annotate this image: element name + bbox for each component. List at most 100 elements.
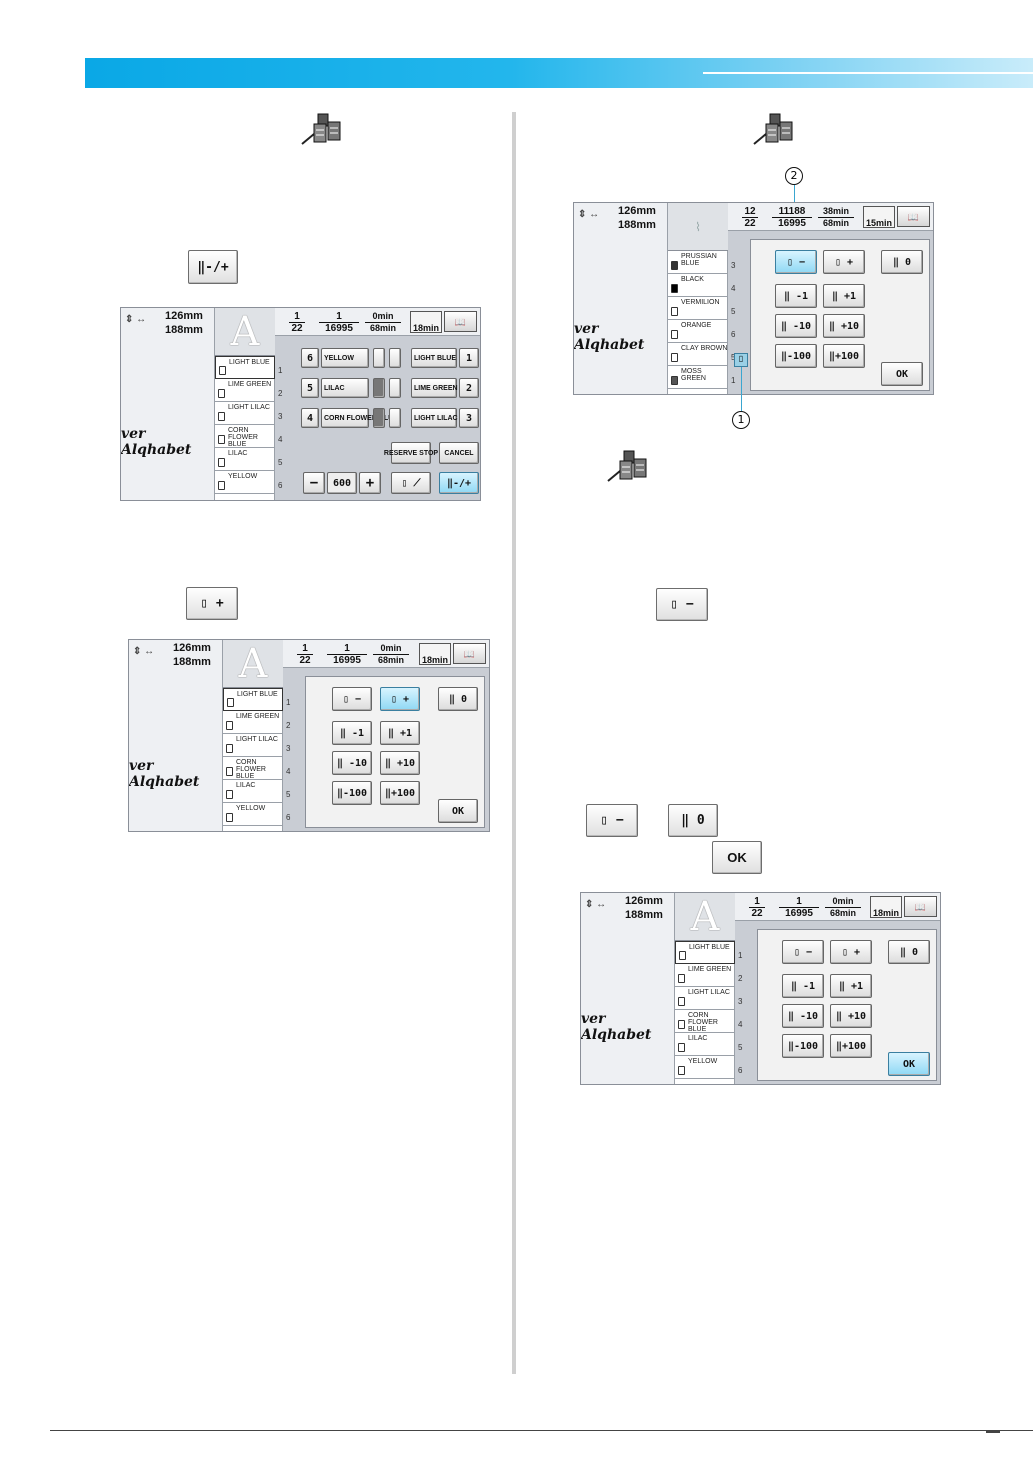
color-item[interactable]: CORN FLOWER BLUE <box>215 425 275 448</box>
spool-slot <box>373 348 385 368</box>
spool-number[interactable]: 6 <box>301 348 319 368</box>
needle-minus10-button[interactable]: ‖ -10 <box>332 751 372 775</box>
color-item[interactable]: CORN FLOWER BLUE <box>675 1010 735 1033</box>
spool-minus-button[interactable]: ▯ − <box>332 687 372 711</box>
spool-plus-button[interactable]: ▯ + <box>186 587 238 620</box>
color-item[interactable]: MOSS GREEN <box>668 366 728 389</box>
spool-plus-button[interactable]: ▯ + <box>830 940 872 964</box>
spool-minus-button[interactable]: ▯ − <box>656 588 708 621</box>
needle-plus10-button[interactable]: ‖ +10 <box>380 751 420 775</box>
spool-slot <box>389 348 401 368</box>
size-icon: ⇕ ↔ <box>578 209 600 220</box>
needle-minus10-button[interactable]: ‖ -10 <box>782 1004 824 1028</box>
color-item[interactable]: LILAC <box>675 1033 735 1056</box>
color-item[interactable]: LILAC <box>215 448 275 471</box>
color-item[interactable]: CLAY BROWN <box>668 343 728 366</box>
header-line <box>703 72 1033 74</box>
color-item[interactable]: LILAC <box>223 780 283 803</box>
spool-minus-button[interactable]: ▯ − <box>775 250 817 274</box>
reserve-stop-button[interactable]: RESERVE STOP <box>384 442 438 464</box>
color-item[interactable]: VERMILION <box>668 297 728 320</box>
spool-right-name[interactable]: LIGHT LILAC <box>411 408 458 428</box>
color-item[interactable]: YELLOW <box>223 803 283 826</box>
spool-slot <box>373 378 385 398</box>
needle-plus1-button[interactable]: ‖ +1 <box>823 284 865 308</box>
color-item[interactable]: LIGHT BLUE <box>223 688 283 711</box>
needle-plus1-button[interactable]: ‖ +1 <box>830 974 872 998</box>
ok-button[interactable]: OK <box>881 362 923 386</box>
needle-plus100-button[interactable]: ‖+100 <box>380 781 420 805</box>
needle-plus10-button[interactable]: ‖ +10 <box>823 314 865 338</box>
color-item[interactable]: LIME GREEN <box>675 964 735 987</box>
ok-button[interactable]: OK <box>438 799 478 823</box>
color-item[interactable]: CORN FLOWER BLUE <box>223 757 283 780</box>
spool-right-name[interactable]: LIME GREEN <box>411 378 458 398</box>
spool-number[interactable]: 5 <box>301 378 319 398</box>
color-item[interactable]: PRUSSIAN BLUE <box>668 251 728 274</box>
needle-zero-button[interactable]: ‖ 0 <box>438 687 478 711</box>
spool-number[interactable]: 4 <box>301 408 319 428</box>
needle-plus100-button[interactable]: ‖+100 <box>830 1034 872 1058</box>
needle-zero-button[interactable]: ‖ 0 <box>888 940 930 964</box>
color-item[interactable]: LIGHT LILAC <box>215 402 275 425</box>
spool-slot <box>373 408 385 428</box>
needle-zero-button[interactable]: ‖ 0 <box>668 804 718 837</box>
needle-minus100-button[interactable]: ‖-100 <box>332 781 372 805</box>
spool-plus-button[interactable]: ▯ + <box>823 250 865 274</box>
preview: A <box>675 893 735 941</box>
color-item[interactable]: ORANGE <box>668 320 728 343</box>
color-item[interactable]: BLACK <box>668 274 728 297</box>
needle-minus100-button[interactable]: ‖-100 <box>782 1034 824 1058</box>
needle-minus100-button[interactable]: ‖-100 <box>775 344 817 368</box>
color-item[interactable]: LIGHT LILAC <box>675 987 735 1010</box>
needle-minus10-button[interactable]: ‖ -10 <box>775 314 817 338</box>
needle-minus1-button[interactable]: ‖ -1 <box>775 284 817 308</box>
needle-plus1-button[interactable]: ‖ +1 <box>380 721 420 745</box>
help-book-button[interactable]: 📖 <box>904 896 937 917</box>
color-item[interactable]: LIGHT LILAC <box>223 734 283 757</box>
color-item[interactable]: LIGHT BLUE <box>675 941 735 964</box>
needle-zero-button[interactable]: ‖ 0 <box>881 250 923 274</box>
spool-name[interactable]: CORN FLOWER BLUE <box>321 408 398 428</box>
spool-right-name[interactable]: LIGHT BLUE <box>411 348 457 368</box>
spool-right-number[interactable]: 1 <box>459 348 479 368</box>
needle-plus10-button[interactable]: ‖ +10 <box>830 1004 872 1028</box>
needle-adjust-button-screen[interactable]: ‖-/+ <box>439 472 479 494</box>
spool-minus-button[interactable]: ▯ − <box>782 940 824 964</box>
color-item[interactable]: YELLOW <box>215 471 275 494</box>
thread-trim-button[interactable]: ▯ ⟋ <box>391 472 431 494</box>
cancel-button[interactable]: CANCEL <box>439 442 479 464</box>
help-book-button[interactable]: 📖 <box>444 311 477 332</box>
preview: A <box>215 308 275 356</box>
adjust-panel: ▯ − ▯ + ‖ 0 ‖ -1 ‖ +1 ‖ -10 ‖ +10 ‖-100 … <box>750 239 930 391</box>
spool-name[interactable]: LILAC <box>321 378 369 398</box>
color-list: ⌇ PRUSSIAN BLUE BLACK VERMILION ORANGE C… <box>668 203 728 394</box>
color-item[interactable]: LIGHT BLUE <box>215 356 275 379</box>
spool-right-number[interactable]: 2 <box>459 378 479 398</box>
page-mark <box>986 1431 1000 1433</box>
help-book-button[interactable]: 📖 <box>453 643 486 664</box>
speed-minus-button[interactable]: − <box>303 472 325 494</box>
remaining-time: 18min <box>419 643 451 665</box>
color-list: A LIGHT BLUE LIME GREEN LIGHT LILAC CORN… <box>215 308 275 500</box>
needle-minus1-button[interactable]: ‖ -1 <box>782 974 824 998</box>
speed-plus-button[interactable]: + <box>359 472 381 494</box>
ok-button[interactable]: OK <box>888 1052 930 1076</box>
color-list: A LIGHT BLUE LIME GREEN LIGHT LILAC CORN… <box>223 640 283 831</box>
spool-name[interactable]: YELLOW <box>321 348 369 368</box>
needle-plus100-button[interactable]: ‖+100 <box>823 344 865 368</box>
color-item[interactable]: YELLOW <box>675 1056 735 1079</box>
spool-plus-button[interactable]: ▯ + <box>380 687 420 711</box>
spool-right-number[interactable]: 3 <box>459 408 479 428</box>
needle-adjust-button[interactable]: ‖-/+ <box>188 250 238 284</box>
spool-minus-button-2[interactable]: ▯ − <box>586 804 638 837</box>
color-item[interactable]: LIME GREEN <box>223 711 283 734</box>
ok-button[interactable]: OK <box>712 841 762 874</box>
color-item[interactable]: LIME GREEN <box>215 379 275 402</box>
help-book-button[interactable]: 📖 <box>897 206 930 227</box>
needle-minus1-button[interactable]: ‖ -1 <box>332 721 372 745</box>
